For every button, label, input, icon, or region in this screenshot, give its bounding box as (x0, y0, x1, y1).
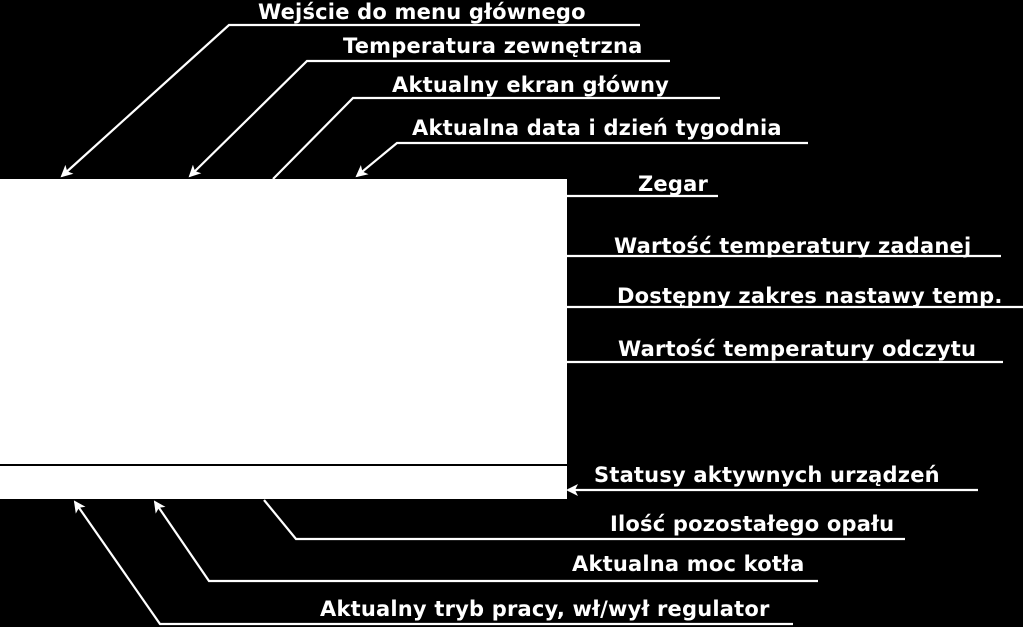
label-boiler-power: Aktualna moc kotła (572, 552, 805, 576)
label-clock: Zegar (638, 172, 709, 196)
leader-current-screen (272, 96, 720, 180)
label-outside-temp: Temperatura zewnętrzna (343, 34, 643, 58)
label-menu-entry: Wejście do menu głównego (258, 0, 586, 24)
leader-fuel-left (263, 499, 905, 541)
leader-outside-temp (188, 59, 670, 178)
controller-status-bar (0, 466, 567, 499)
label-read-temp: Wartość temperatury odczytu (618, 337, 977, 361)
leader-date-weekday (355, 141, 808, 178)
controller-main-screen (0, 179, 567, 464)
label-device-status: Statusy aktywnych urządzeń (594, 463, 940, 487)
label-current-screen: Aktualny ekran główny (392, 73, 670, 97)
leader-menu-entry (60, 23, 640, 178)
label-range: Dostępny zakres nastawy temp. (617, 284, 1003, 308)
leader-mode (73, 500, 793, 626)
leader-boiler-power (153, 500, 818, 583)
label-fuel-left: Ilość pozostałego opału (610, 512, 895, 536)
label-date-weekday: Aktualna data i dzień tygodnia (412, 116, 782, 140)
label-mode: Aktualny tryb pracy, wł/wył regulator (320, 597, 770, 621)
label-set-temp: Wartość temperatury zadanej (614, 234, 972, 258)
